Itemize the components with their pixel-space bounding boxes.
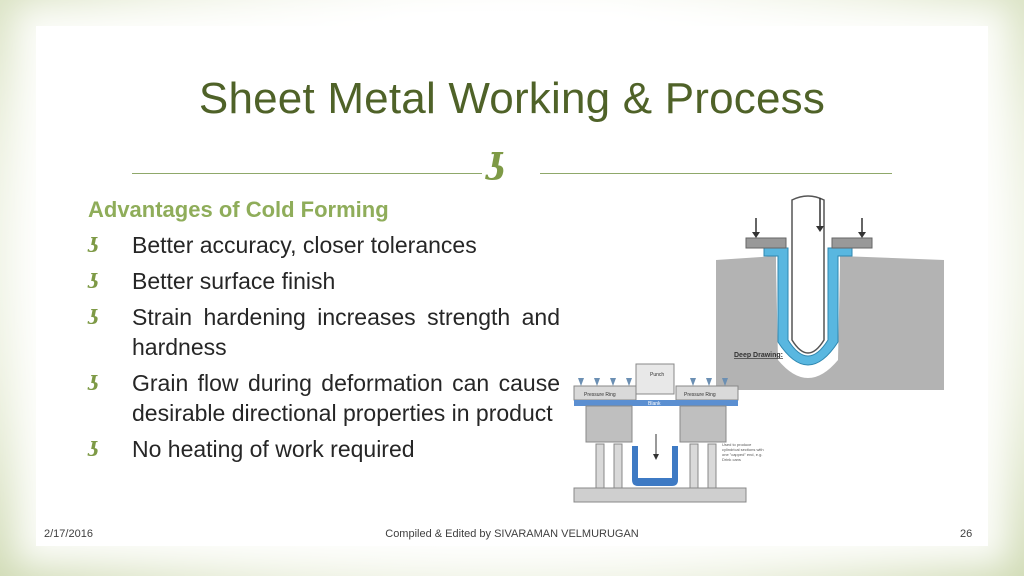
slide-number: 26 <box>960 528 973 540</box>
punch <box>791 195 825 354</box>
down-arrow-icon <box>858 232 866 238</box>
flourish-bullet-icon: ʖ <box>88 437 100 461</box>
bullet-item: ʖ Better surface finish <box>88 266 560 296</box>
deep-drawing-label: Deep Drawing: <box>734 352 783 359</box>
flourish-bullet-icon: ʖ <box>88 305 100 329</box>
pressure-ring-right-label: Pressure Ring <box>684 392 716 398</box>
punch-label: Punch <box>650 372 664 378</box>
title-divider-left <box>132 173 482 174</box>
blank-sheet <box>574 400 738 406</box>
bullet-text: Better surface finish <box>132 268 336 294</box>
bullet-item: ʖ Grain flow during deformation can cause… <box>88 368 560 428</box>
support-column <box>689 443 699 489</box>
press-note-text: Used to produce cylindrical sections wit… <box>722 442 764 462</box>
blank-holder-right <box>831 237 873 249</box>
footer-date: 2/17/2016 <box>44 528 93 540</box>
bullet-text: Strain hardening increases strength and … <box>132 304 560 360</box>
drawn-cup <box>763 247 853 366</box>
bullet-text: Grain flow during deformation can cause … <box>132 370 560 426</box>
blank-label: Blank <box>648 401 661 407</box>
bullet-text: Better accuracy, closer tolerances <box>132 232 477 258</box>
blank-holder-left <box>745 237 787 249</box>
formed-cup <box>632 446 678 486</box>
press-note: Used to produce cylindrical sections wit… <box>722 442 764 462</box>
title-divider-right <box>540 173 892 174</box>
die-left <box>585 405 633 443</box>
support-column <box>595 443 605 489</box>
section-heading: Advantages of Cold Forming <box>88 197 389 222</box>
flourish-bullet-icon: ʖ <box>88 269 100 293</box>
deep-drawing-diagram: Deep Drawing: <box>716 195 944 390</box>
footer-credit: Compiled & Edited by SIVARAMAN VELMURUGA… <box>385 528 639 540</box>
die-body <box>716 256 944 390</box>
down-arrow-icon <box>816 226 824 232</box>
press-diagram: Punch Pressure Ring Pressure Ring Blank … <box>573 363 764 503</box>
bullet-item: ʖ No heating of work required <box>88 434 560 464</box>
curly-flourish-icon: ʖ <box>486 147 506 189</box>
down-arrow-icon <box>752 232 760 238</box>
bullet-text: No heating of work required <box>132 436 415 462</box>
support-column <box>613 443 623 489</box>
flourish-bullet-icon: ʖ <box>88 233 100 257</box>
pressure-ring-left-label: Pressure Ring <box>584 392 616 398</box>
punch-block <box>635 363 675 395</box>
slide-title: Sheet Metal Working & Process <box>198 74 826 123</box>
press-base <box>573 487 747 503</box>
bullet-item: ʖ Strain hardening increases strength and… <box>88 302 560 362</box>
die-right <box>679 405 727 443</box>
flourish-bullet-icon: ʖ <box>88 371 100 395</box>
down-arrow-icon <box>653 454 659 460</box>
bullet-item: ʖ Better accuracy, closer tolerances <box>88 230 560 260</box>
pressure-arrows <box>578 378 728 386</box>
support-column <box>707 443 717 489</box>
